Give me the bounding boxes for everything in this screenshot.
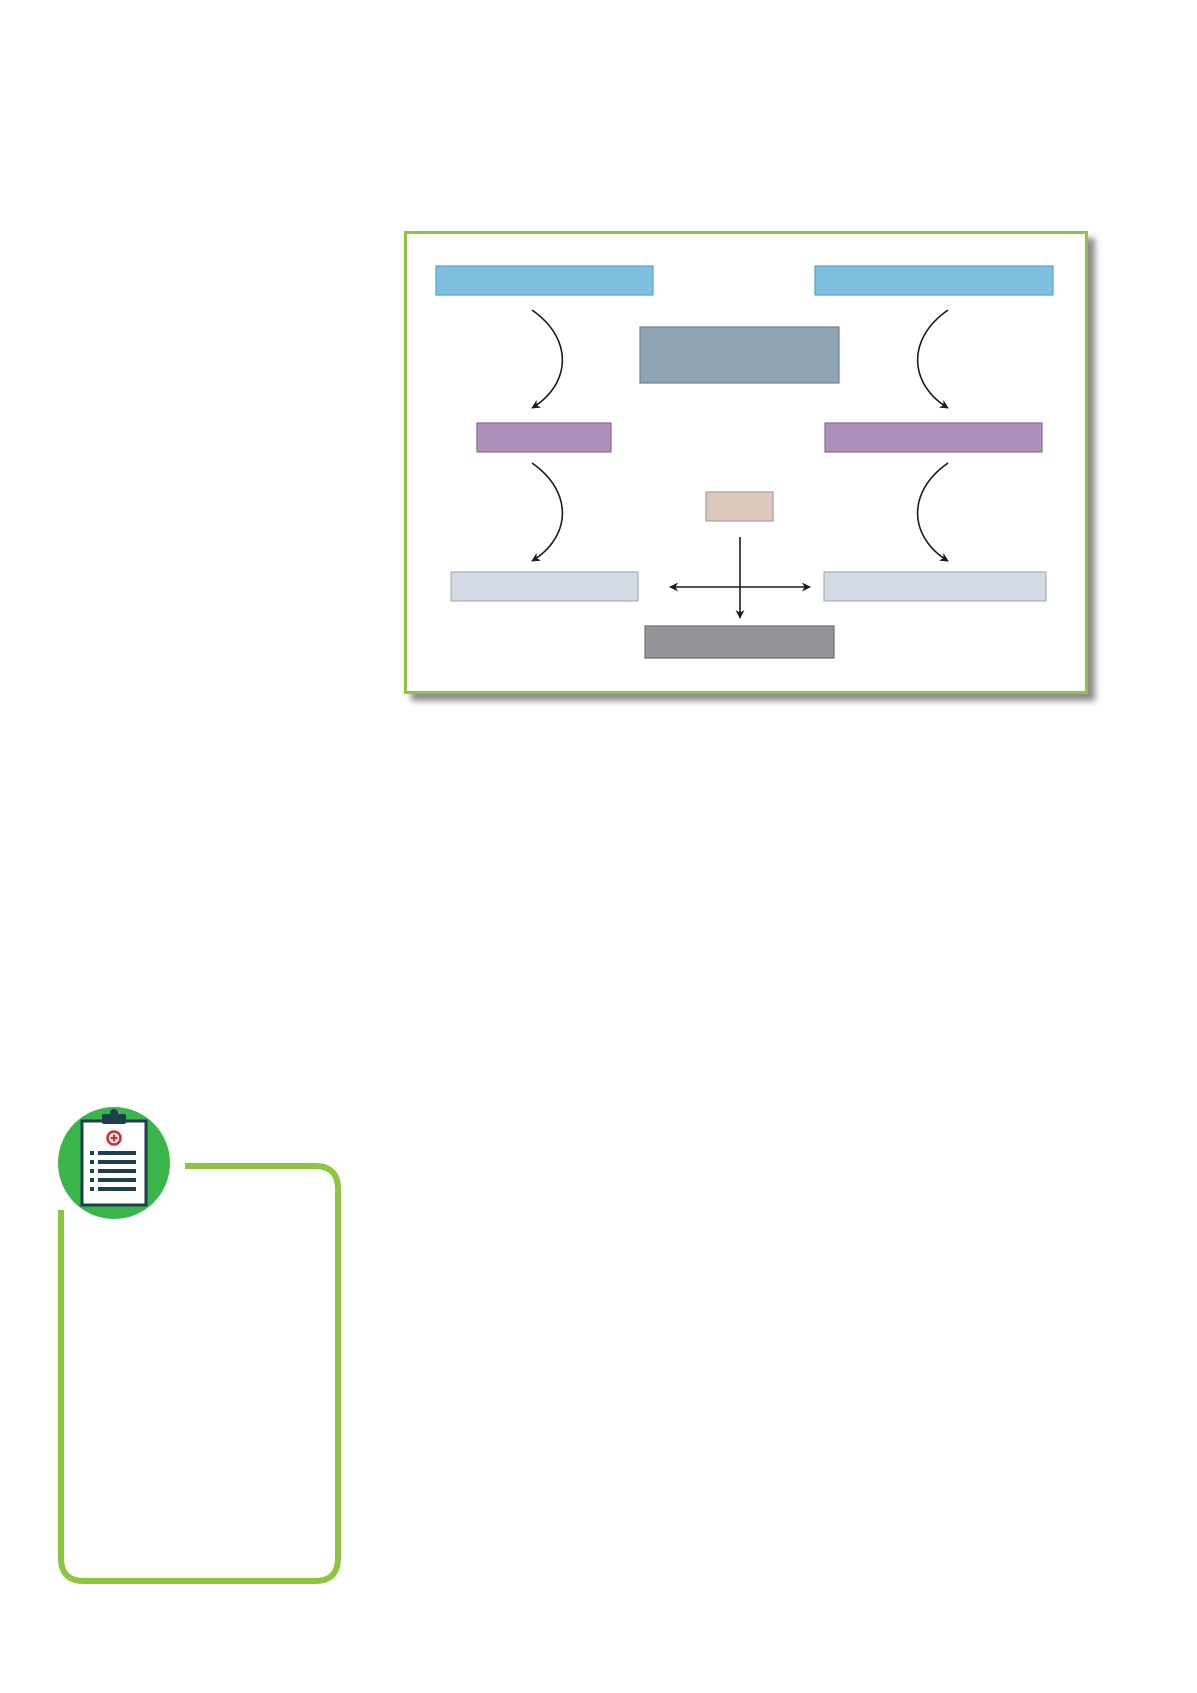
center-box (639, 326, 840, 384)
top-right-box (814, 265, 1054, 296)
mid-left-box (476, 422, 612, 453)
bottom-left-box (450, 571, 639, 602)
diagram-frame (404, 231, 1088, 694)
top-left-box (435, 265, 654, 296)
edge-top-left-to-mid-left (531, 309, 564, 409)
diagram-nodes (435, 265, 1054, 659)
bottom-right-box (823, 571, 1047, 602)
small-center-box (705, 491, 774, 522)
edge-top-right-to-mid-right (916, 309, 949, 409)
edge-mid-left-to-bottom-left (531, 462, 564, 562)
edge-mid-right-to-bottom-right (916, 462, 949, 562)
mid-right-box (824, 422, 1043, 453)
bottom-center-box (644, 625, 835, 659)
diagram-edges (531, 309, 949, 619)
